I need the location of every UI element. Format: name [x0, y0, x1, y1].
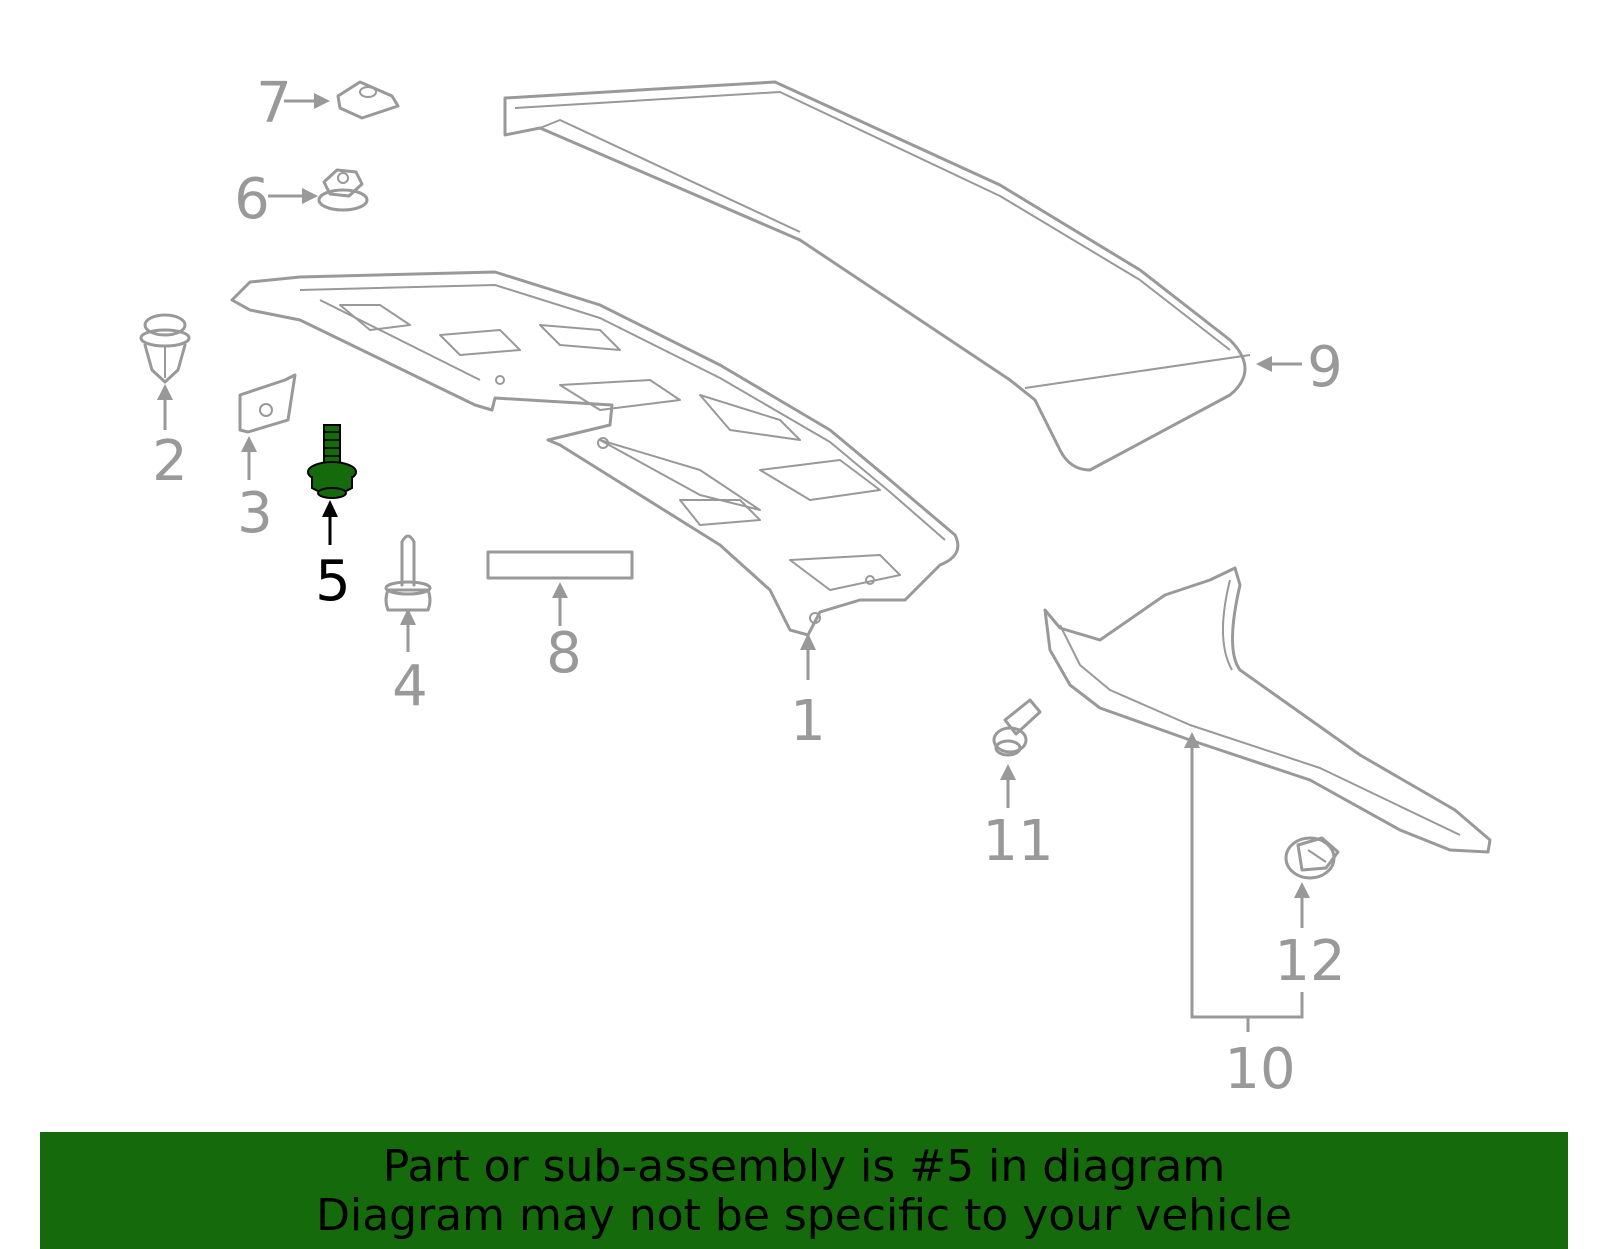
callout-10[interactable]: 10: [1224, 1037, 1295, 1102]
part-3-clip-nut[interactable]: [238, 373, 297, 434]
part-2-push-clip[interactable]: [139, 313, 191, 384]
part-9-spoiler[interactable]: [503, 80, 1251, 472]
part-7-clip[interactable]: [336, 80, 400, 120]
callout-7[interactable]: 7: [256, 71, 292, 136]
part-5-bolt[interactable]: [307, 424, 357, 499]
banner-disclaimer: Diagram may not be specific to your vehi…: [316, 1190, 1292, 1241]
part-10-side-trim[interactable]: [1043, 566, 1492, 854]
part-12-clip[interactable]: [1284, 836, 1340, 880]
part-4-screw[interactable]: [384, 534, 432, 612]
callout-2[interactable]: 2: [152, 429, 188, 494]
callout-1[interactable]: 1: [790, 689, 826, 754]
callout-3[interactable]: 3: [237, 481, 273, 546]
part-6-nut[interactable]: [317, 168, 369, 212]
part-1-inner-panel[interactable]: [230, 270, 960, 637]
callout-11[interactable]: 11: [982, 809, 1053, 874]
part-8-pad[interactable]: [486, 550, 634, 580]
banner-part-note: Part or sub-assembly is #5 in diagram: [382, 1141, 1226, 1192]
part-11-bolt[interactable]: [992, 698, 1042, 757]
callout-8[interactable]: 8: [546, 621, 582, 686]
leader-lines: [157, 93, 1310, 1032]
callout-9[interactable]: 9: [1307, 335, 1343, 400]
callout-5[interactable]: 5: [315, 549, 351, 614]
callout-4[interactable]: 4: [392, 654, 428, 719]
info-banner: Part or sub-assembly is #5 in diagram Di…: [40, 1132, 1568, 1249]
callout-6[interactable]: 6: [234, 167, 270, 232]
callout-12[interactable]: 12: [1274, 929, 1345, 994]
